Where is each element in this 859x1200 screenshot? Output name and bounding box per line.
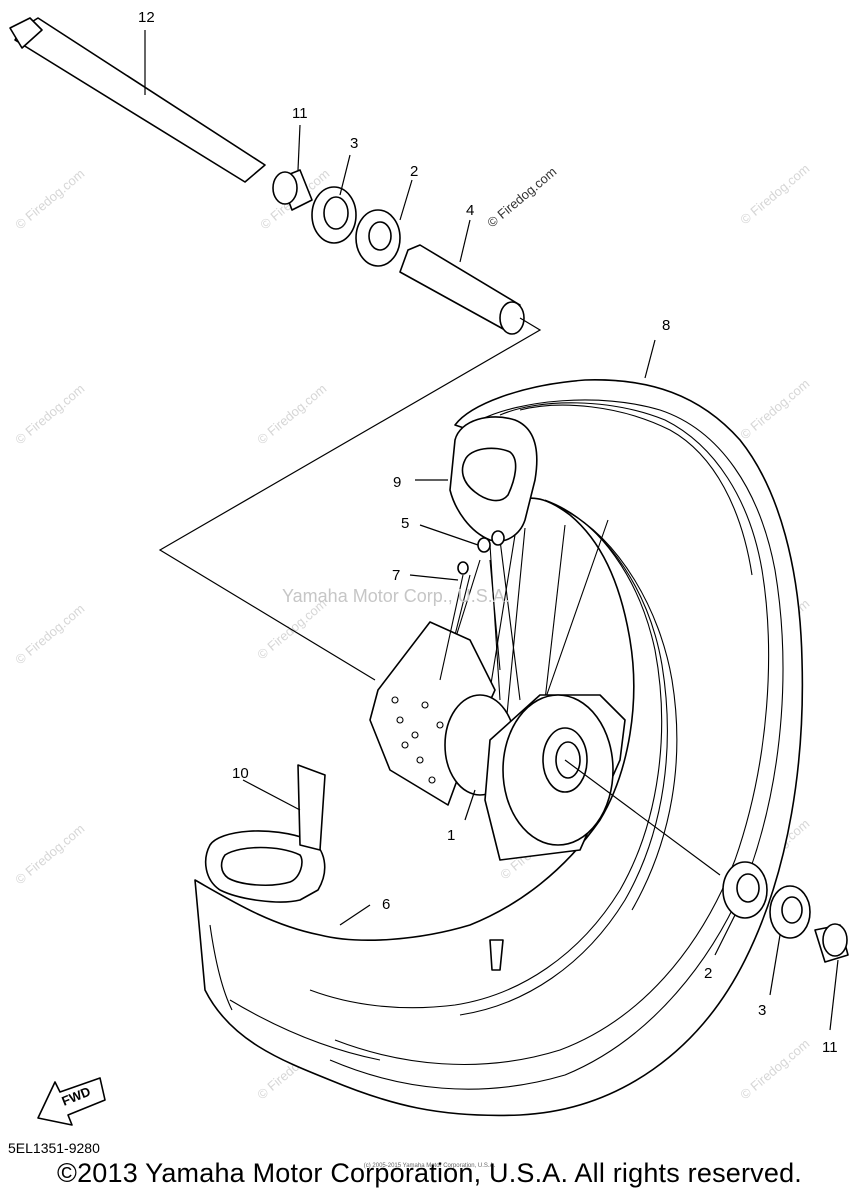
- oil-seal-lower: [769, 885, 811, 939]
- oil-seal-upper: [311, 186, 357, 244]
- small-copyright: (c) 2005-2015 Yamaha Motor Corporation, …: [363, 1163, 496, 1169]
- assembly-lines: [158, 317, 721, 876]
- callout-3: 3: [350, 135, 358, 152]
- callout-7: 7: [392, 567, 400, 584]
- leader-lines: [144, 30, 839, 1031]
- callout-4: 4: [466, 202, 474, 219]
- tire: [194, 379, 804, 1117]
- spoke: [439, 561, 469, 681]
- callouts: 12 11 3 2 4 8 9 5 7 10 1 6 2 3 11: [138, 9, 838, 1056]
- callout-9: 9: [393, 474, 401, 491]
- watermark: © Firedog.com: [737, 376, 812, 442]
- spoke-nipple: [477, 530, 505, 553]
- bearing-lower: [722, 861, 768, 919]
- watermark: © Firedog.com: [12, 821, 87, 887]
- spokes: [439, 519, 609, 736]
- watermark: © Firedog.com: [254, 381, 329, 447]
- watermark: © Firedog.com: [12, 601, 87, 667]
- callout-3: 3: [758, 1002, 766, 1019]
- copyright-notice: ©2013 Yamaha Motor Corporation, U.S.A. A…: [56, 1158, 803, 1188]
- collar-lower: [814, 923, 849, 963]
- watermark: © Firedog.com: [737, 1036, 812, 1102]
- callout-12: 12: [138, 9, 155, 26]
- callout-5: 5: [401, 515, 409, 532]
- axle: [9, 17, 266, 183]
- callout-2: 2: [410, 163, 418, 180]
- wheel-hub: [444, 694, 626, 861]
- fwd-arrow-icon: FWD: [37, 1077, 106, 1126]
- bearing-upper: [355, 209, 401, 267]
- callout-8: 8: [662, 317, 670, 334]
- callout-11: 11: [822, 1039, 838, 1056]
- callout-2: 2: [704, 965, 712, 982]
- callout-1: 1: [447, 827, 455, 844]
- spacer: [399, 244, 525, 335]
- watermark: © Firedog.com: [737, 161, 812, 227]
- callout-6: 6: [382, 896, 390, 913]
- watermark: © Firedog.com: [12, 166, 87, 232]
- rim-band: [449, 416, 538, 542]
- callout-11: 11: [292, 105, 308, 122]
- watermark: © Firedog.com: [484, 164, 559, 230]
- center-watermark: Yamaha Motor Corp., U.S.A.: [282, 586, 510, 606]
- collar-upper: [272, 169, 313, 211]
- diagram-code: 5EL1351-9280: [8, 1140, 100, 1156]
- watermark: © Firedog.com: [12, 381, 87, 447]
- rim-band-lower: [204, 764, 326, 903]
- callout-10: 10: [232, 765, 249, 782]
- valve-stem: [489, 939, 504, 971]
